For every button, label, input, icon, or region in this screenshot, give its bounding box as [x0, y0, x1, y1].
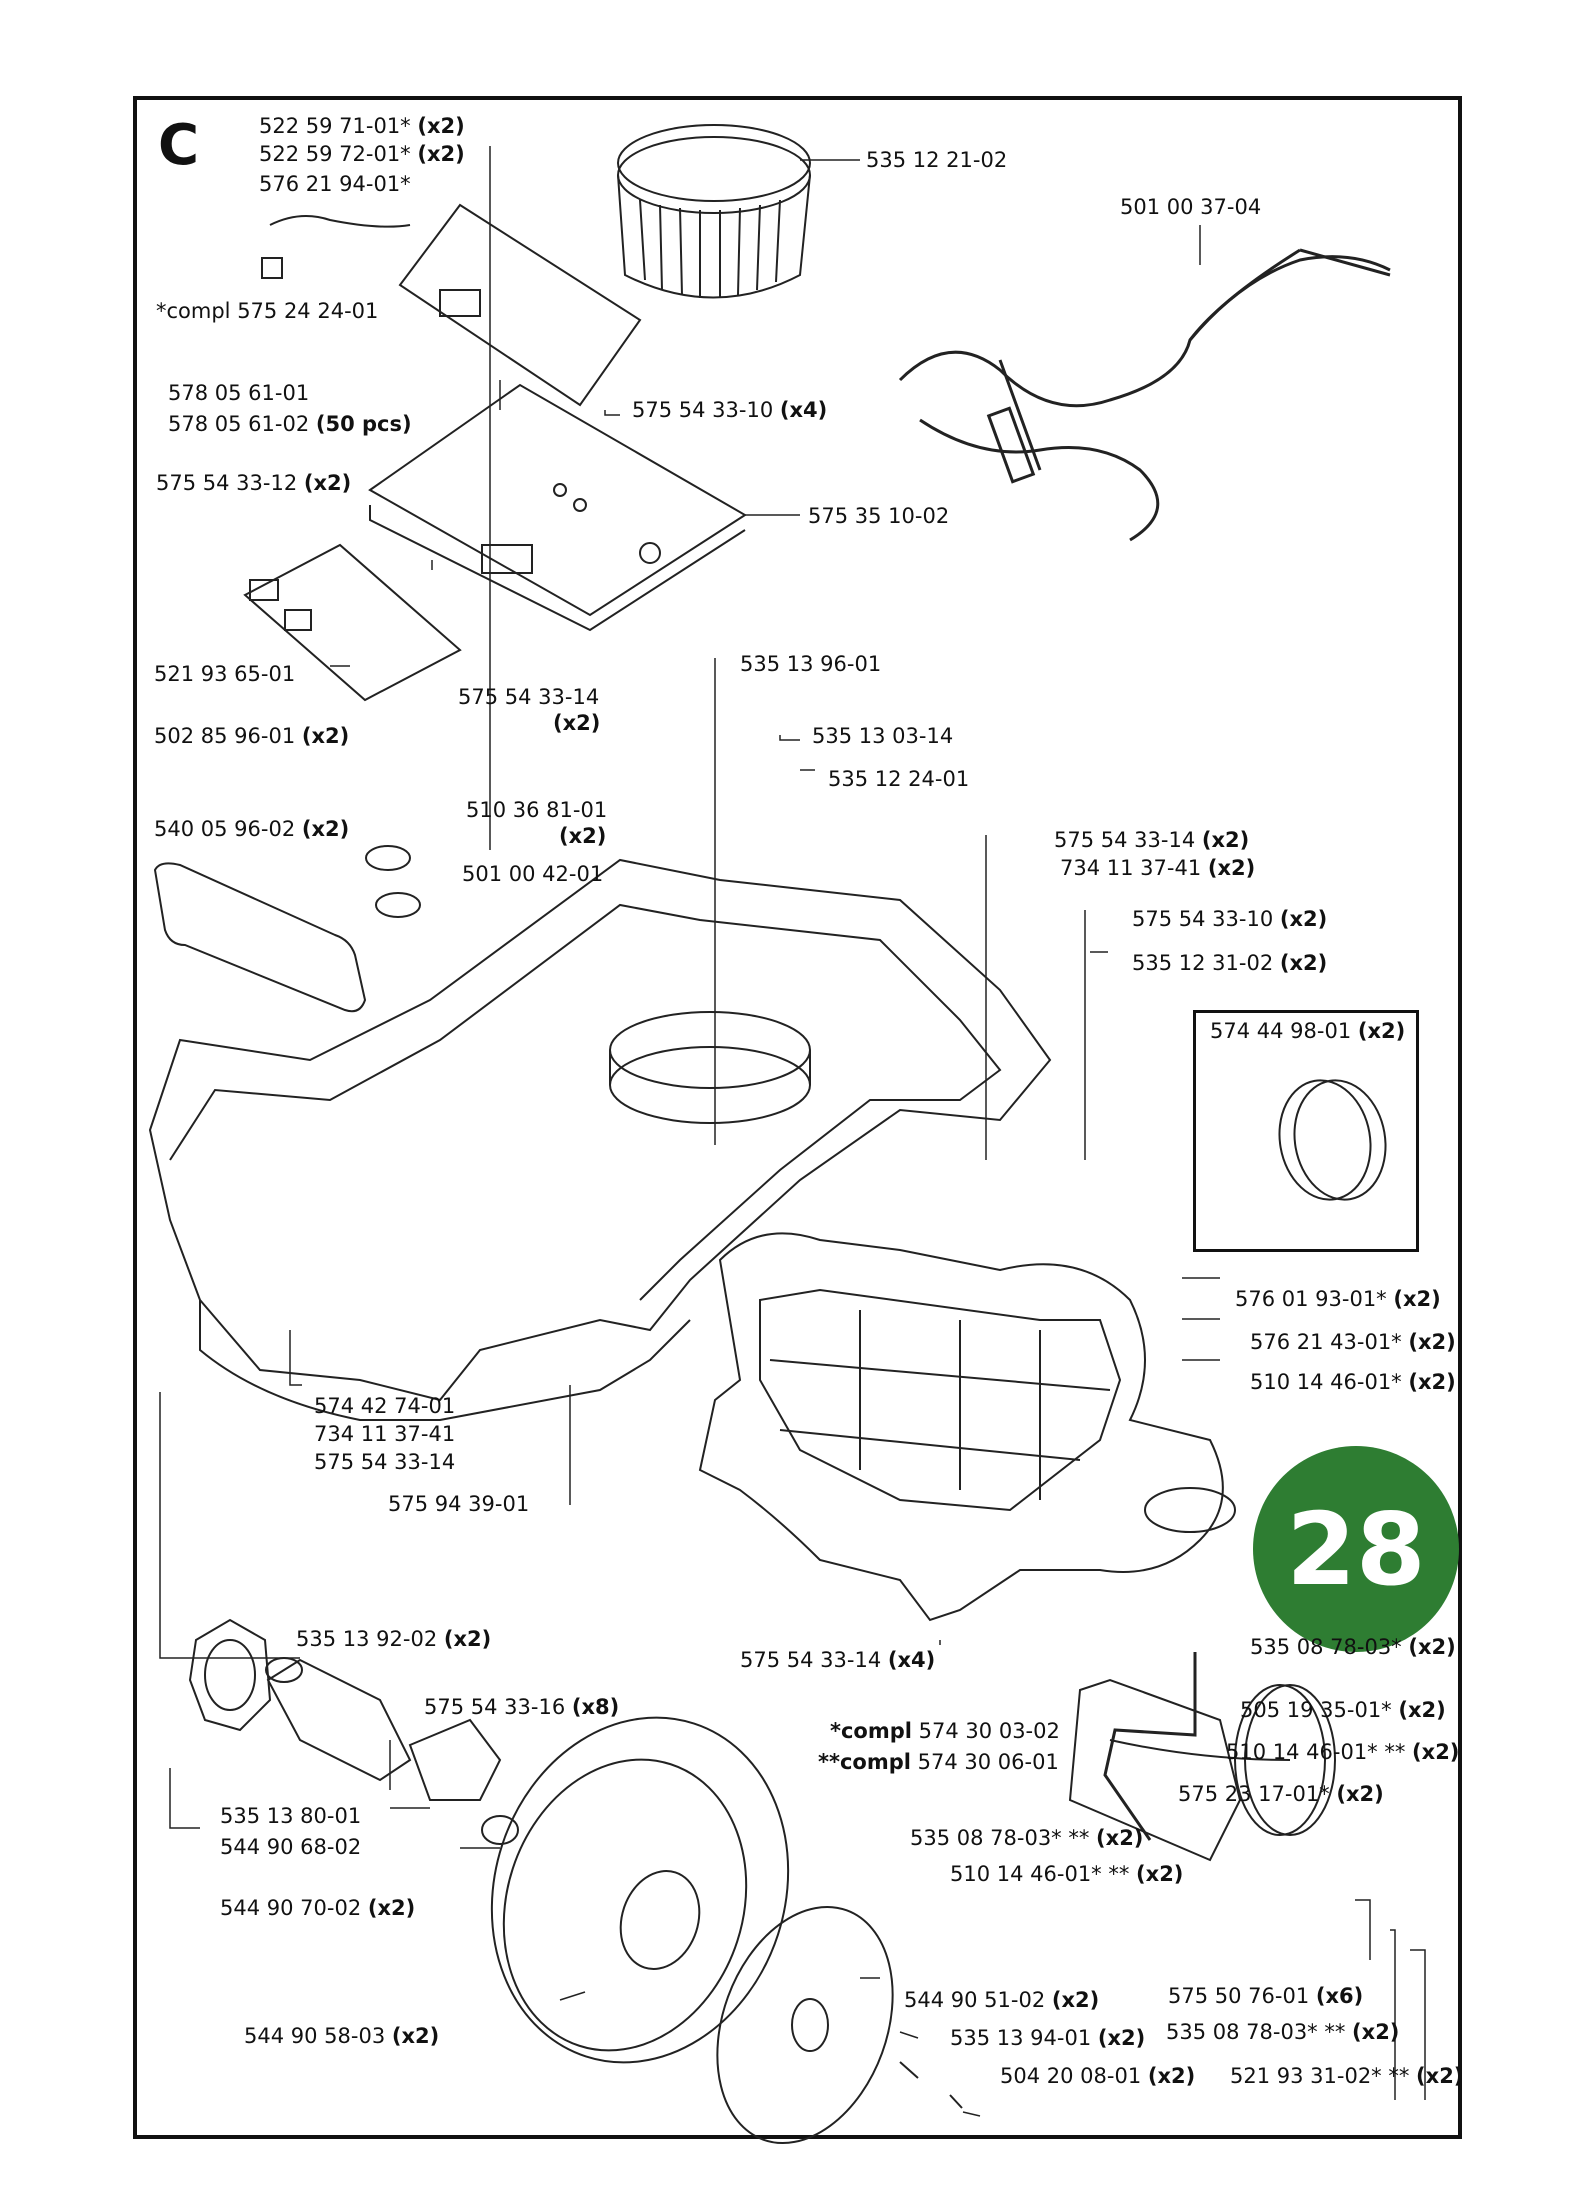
diagram-frame [133, 96, 1462, 2139]
part-label: 501 00 37-04 [1120, 195, 1262, 219]
part-label: 535 13 92-02 (x2) [296, 1627, 492, 1651]
part-label: 535 13 94-01 (x2) [950, 2026, 1146, 2050]
part-label: 540 05 96-02 (x2) [154, 817, 350, 841]
part-label: 535 13 80-01 [220, 1804, 362, 1828]
part-label: 575 54 33-14 (x2) [1054, 828, 1250, 852]
motor-housing [698, 1232, 1236, 1622]
part-label: 510 14 46-01* ** (x2) [950, 1862, 1184, 1886]
part-label: 574 42 74-01 [314, 1394, 456, 1418]
chassis-body [148, 858, 1052, 1421]
gasket-plate [188, 1618, 272, 1732]
part-label: *compl 575 24 24-01 [156, 299, 379, 323]
part-label: 505 19 35-01* (x2) [1240, 1698, 1446, 1722]
part-label: 535 08 78-03* ** (x2) [1166, 2020, 1400, 2044]
part-label: 522 59 72-01* (x2) [259, 142, 465, 166]
part-label: 576 21 43-01* (x2) [1250, 1330, 1456, 1354]
note-compl-2: **compl 574 30 06-01 [818, 1750, 1059, 1774]
front-wheel [1068, 1678, 1336, 1862]
hub-cap [716, 1905, 963, 2145]
part-label: 544 90 51-02 (x2) [904, 1988, 1100, 2012]
part-label: 575 23 17-01* (x2) [1178, 1782, 1384, 1806]
part-label: 535 13 03-14 [812, 724, 954, 748]
part-label: 734 11 37-41 [314, 1422, 456, 1446]
part-label: 575 50 76-01 (x6) [1168, 1984, 1364, 2008]
speaker [365, 845, 421, 918]
part-label: 521 93 31-02* ** (x2) [1230, 2064, 1464, 2088]
part-label: 544 90 70-02 (x2) [220, 1896, 416, 1920]
leader-lines [159, 146, 1426, 2117]
wiring-harness [898, 248, 1391, 542]
part-label: 535 12 21-02 [866, 148, 1008, 172]
part-label: 578 05 61-01 [168, 381, 310, 405]
main-pcb [368, 383, 747, 632]
inset-box [1193, 1010, 1419, 1252]
part-label: 502 85 96-01 (x2) [154, 724, 350, 748]
part-label: 535 08 78-03* (x2) [1250, 1635, 1456, 1659]
part-label: 575 54 33-14(x2) [458, 685, 601, 735]
circuit-board-small [261, 203, 642, 407]
part-label: 535 12 31-02 (x2) [1132, 951, 1328, 975]
part-label: 575 35 10-02 [808, 504, 950, 528]
part-label: 575 94 39-01 [388, 1492, 530, 1516]
part-label: 535 12 24-01 [828, 767, 970, 791]
part-label: 575 54 33-10 (x2) [1132, 907, 1328, 931]
section-letter: C [158, 113, 200, 178]
inset-label: 574 44 98-01 (x2) [1210, 1019, 1406, 1043]
part-label: 575 54 33-10 (x4) [632, 398, 828, 422]
part-label: 510 36 81-01(x2) [466, 798, 608, 848]
part-label: 501 00 42-01 [462, 862, 604, 886]
part-label: 734 11 37-41 (x2) [1060, 856, 1256, 880]
part-label: 575 54 33-16 (x8) [424, 1695, 620, 1719]
inset-wheel [1278, 1079, 1387, 1201]
page-number: 28 [1286, 1490, 1426, 1608]
axle-rod [1103, 1652, 1197, 1841]
part-label: 575 54 33-12 (x2) [156, 471, 352, 495]
part-label: 575 54 33-14 (x4) [740, 1648, 936, 1672]
part-label: 535 13 96-01 [740, 652, 882, 676]
part-label: 576 01 93-01* (x2) [1235, 1287, 1441, 1311]
note-compl-1: *compl 574 30 03-02 [830, 1719, 1060, 1743]
part-label: 510 14 46-01* ** (x2) [1226, 1740, 1460, 1764]
part-label: 575 54 33-14 [314, 1450, 456, 1474]
part-label: 578 05 61-02 (50 pcs) [168, 412, 412, 436]
small-pcb [243, 543, 462, 702]
part-label: 535 08 78-03* ** (x2) [910, 1826, 1144, 1850]
ring-housing [617, 124, 811, 299]
drive-wheel [490, 1716, 790, 2064]
part-label: 544 90 58-03 (x2) [244, 2024, 440, 2048]
part-label: 522 59 71-01* (x2) [259, 114, 465, 138]
part-label: 504 20 08-01 (x2) [1000, 2064, 1196, 2088]
page-number-badge: 28 [1253, 1446, 1459, 1652]
battery-pack [153, 862, 367, 1013]
wheel-motor [265, 1657, 519, 1845]
part-label: 544 90 68-02 [220, 1835, 362, 1859]
part-label: 576 21 94-01* [259, 172, 411, 196]
part-label: 510 14 46-01* (x2) [1250, 1370, 1456, 1394]
part-label: 521 93 65-01 [154, 662, 296, 686]
